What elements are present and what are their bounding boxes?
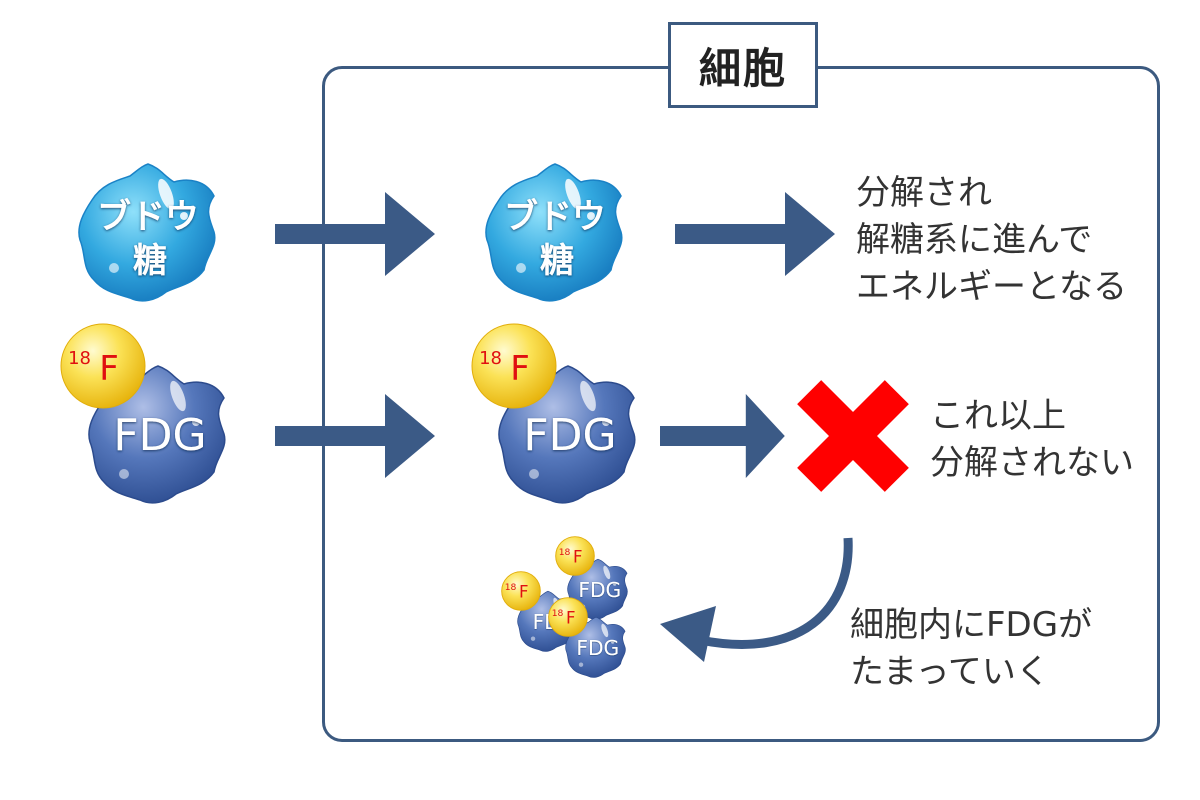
glucose-label-line2: 糖 (540, 241, 574, 281)
accumulate-line: たまっていく (850, 652, 1050, 692)
glucose-label-line2: 糖 (133, 241, 167, 281)
glucose-breakdown-arrow (675, 192, 835, 276)
glucose-result-line: エネルギーとなる (856, 267, 1127, 307)
isotope-ball: 18 F (60, 323, 146, 409)
isotope-mass: 18 (552, 608, 564, 619)
isotope-symbol: F (573, 547, 583, 566)
isotope-ball: 18 F (548, 597, 588, 637)
fdg-label: FDG (523, 410, 616, 461)
accumulate-text: 細胞内にFDGが たまっていく (850, 602, 1092, 696)
glucose-inside: ブドウ 糖 (486, 164, 622, 301)
fdg-cluster: FDG FD FDG 18 F 18 F 18 (501, 536, 628, 678)
fdg-label: FDG (113, 410, 206, 461)
isotope-ball: 18 F (555, 536, 595, 576)
fdg-cluster-label: FDG (576, 636, 619, 660)
glucose-result-line: 解糖系に進んで (856, 220, 1093, 260)
fdg-blocked-arrow (660, 394, 785, 478)
fdg-cluster-label: FDG (578, 578, 621, 602)
fdg-result-line: 分解されない (930, 443, 1134, 483)
isotope-mass: 18 (68, 348, 91, 369)
fdg-cluster-molecule: FDG (566, 617, 626, 677)
isotope-mass: 18 (505, 582, 517, 593)
isotope-mass: 18 (559, 547, 571, 558)
isotope-ball: 18 F (471, 323, 557, 409)
isotope-symbol: F (566, 608, 576, 627)
fdg-to-cell-arrow (275, 394, 435, 478)
isotope-symbol: F (519, 582, 529, 601)
glucose-result-line: 分解され (856, 173, 992, 213)
fdg-result-line: これ以上 (930, 396, 1066, 436)
cross-icon (797, 380, 909, 492)
glucose-to-cell-arrow (275, 192, 435, 276)
isotope-ball: 18 F (501, 571, 541, 611)
glucose-label-line1: ブドウ (504, 197, 606, 237)
fdg-cluster-molecule: FDG (568, 559, 628, 619)
cell-title: 細胞 (668, 22, 818, 108)
isotope-mass: 18 (479, 348, 502, 369)
fdg-inside: FDG (499, 366, 635, 503)
glucose-outside: ブドウ 糖 (79, 164, 215, 301)
isotope-symbol: F (510, 349, 530, 389)
glucose-result-text: 分解され 解糖系に進んで エネルギーとなる (856, 170, 1127, 311)
glucose-label-line1: ブドウ (97, 197, 199, 237)
accumulate-curved-arrow (660, 537, 853, 662)
isotope-symbol: F (99, 349, 119, 389)
fdg-result-text: これ以上 分解されない (930, 393, 1134, 487)
fdg-outside: FDG (89, 366, 225, 503)
accumulate-line: 細胞内にFDGが (850, 605, 1093, 645)
